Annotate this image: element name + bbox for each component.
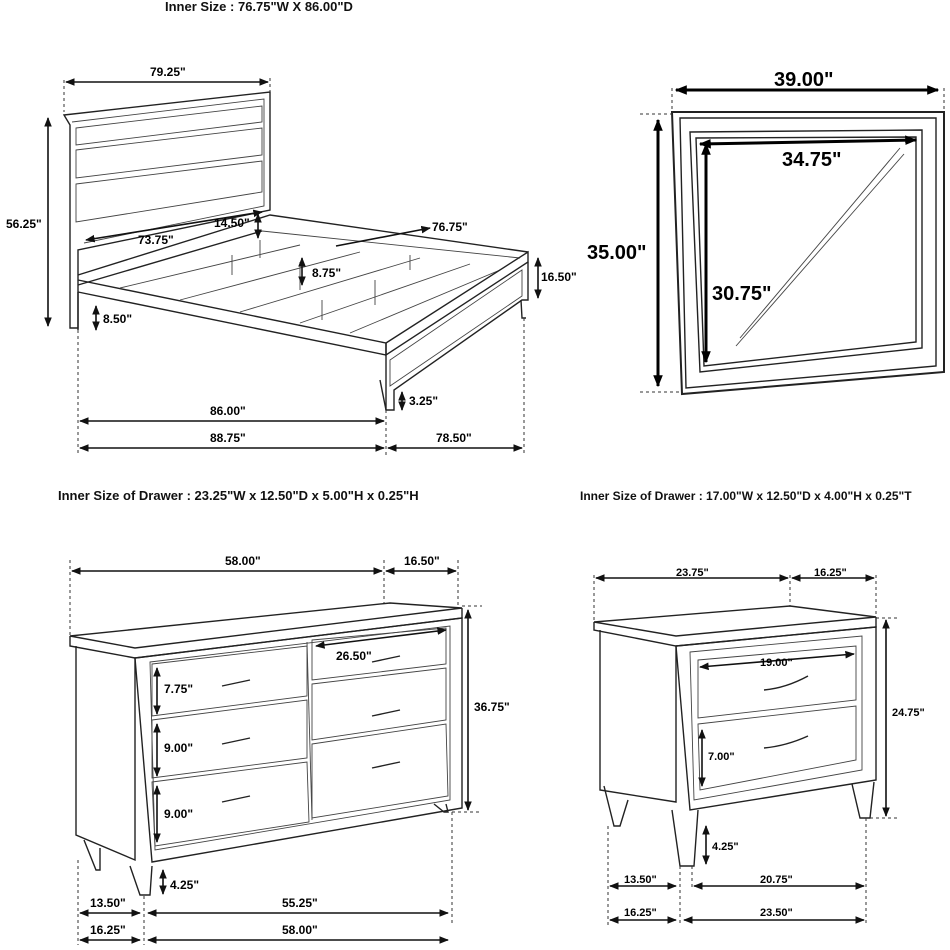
- nightstand-drawer-width-label: 19.00": [760, 657, 793, 669]
- bed-dimension-labels: 79.25" 56.25" 73.75" 14.50" 76.75" 8.75"…: [6, 65, 577, 445]
- mirror-drawing: [640, 85, 945, 396]
- bed-headboard-height-label: 56.25": [6, 217, 42, 231]
- bed-leg-height-label: 3.25": [409, 394, 438, 408]
- nightstand-inner-width-label: 20.75": [760, 874, 793, 886]
- mirror-inner-width-label: 34.75": [782, 149, 842, 171]
- dresser-depth-overall-label: 16.25": [90, 923, 126, 937]
- dresser-depth-top-label: 16.50": [404, 554, 440, 568]
- dresser-inner-size-caption: Inner Size of Drawer : 23.25"W x 12.50"D…: [58, 488, 419, 503]
- mirror-width-label: 39.00": [774, 69, 834, 91]
- bed-side-rail-height-label: 14.50": [214, 216, 250, 230]
- dresser-depth-bottom-label: 13.50": [90, 896, 126, 910]
- bed-inner-size-caption: Inner Size : 76.75"W X 86.00"D: [165, 0, 353, 14]
- mirror-inner-height-label: 30.75": [712, 283, 772, 305]
- nightstand-leg-height-label: 4.25": [712, 841, 739, 853]
- dresser-drawer-width-label: 26.50": [336, 649, 372, 663]
- dresser-dimension-labels: 58.00" 16.50" 26.50" 36.75" 7.75" 9.00" …: [90, 554, 510, 937]
- nightstand-dimension-labels: 23.75" 16.25" 19.00" 24.75" 7.00" 4.25" …: [624, 567, 925, 919]
- dresser-height-label: 36.75": [474, 700, 510, 714]
- bed-inner-depth-label: 86.00": [210, 404, 246, 418]
- nightstand-depth-bottom-label: 13.50": [624, 874, 657, 886]
- mirror-dimension-labels: 39.00" 34.75" 35.00" 30.75": [587, 69, 842, 305]
- bed-width-label: 79.25": [150, 65, 186, 79]
- dresser-drawer3-height-label: 9.00": [164, 807, 193, 821]
- dresser-drawer1-height-label: 7.75": [164, 682, 193, 696]
- nightstand-depth-overall-label: 16.25": [624, 907, 657, 919]
- dresser-inner-width-label: 55.25": [282, 896, 318, 910]
- bed-inner-width-label: 73.75": [138, 233, 174, 247]
- bed-footboard-height-label: 16.50": [541, 270, 577, 284]
- bed-overall-depth-label: 88.75": [210, 431, 246, 445]
- nightstand-drawer-height-label: 7.00": [708, 751, 735, 763]
- bed-footboard-width-label: 78.50": [436, 431, 472, 445]
- dresser-width-bottom-label: 58.00": [282, 923, 318, 937]
- bed-inner-length-label: 76.75": [432, 220, 468, 234]
- nightstand-height-label: 24.75": [892, 707, 925, 719]
- nightstand-depth-top-label: 16.25": [814, 567, 847, 579]
- dresser-width-top-label: 58.00": [225, 554, 261, 568]
- nightstand-width-top-label: 23.75": [676, 567, 709, 579]
- dresser-drawer2-height-label: 9.00": [164, 741, 193, 755]
- bed-slat-height-label: 8.75": [312, 266, 341, 280]
- dresser-leg-height-label: 4.25": [170, 878, 199, 892]
- bed-drawing: [44, 78, 542, 455]
- nightstand-inner-size-caption: Inner Size of Drawer : 17.00"W x 12.50"D…: [580, 489, 912, 503]
- dresser-drawing: [69, 560, 482, 945]
- nightstand-width-bottom-label: 23.50": [760, 907, 793, 919]
- nightstand-drawing: [593, 574, 898, 925]
- bed-clearance-label: 8.50": [103, 312, 132, 326]
- mirror-height-label: 35.00": [587, 242, 647, 264]
